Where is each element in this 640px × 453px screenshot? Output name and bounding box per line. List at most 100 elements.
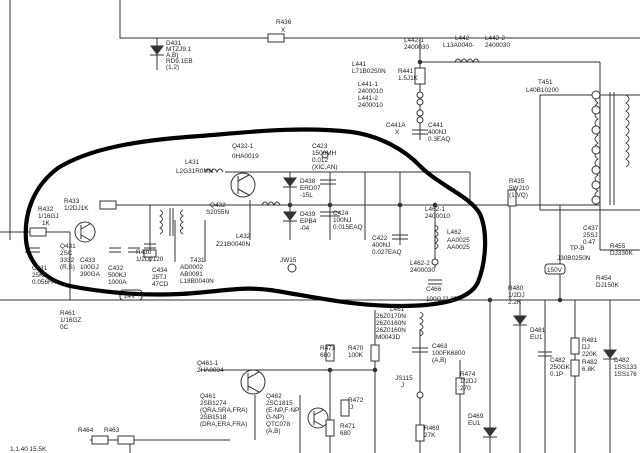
component-label: AA0025: [447, 237, 470, 244]
component-label: L441: [352, 61, 367, 68]
component-label: -15L: [300, 192, 313, 199]
component-label: (1,VQ): [509, 192, 528, 199]
component-label: 2400010: [358, 88, 383, 95]
component-label: L2G31R0MN: [176, 168, 214, 175]
component-label: 2HA0034: [197, 367, 224, 374]
component-label: R435: [509, 178, 525, 185]
component-label: 100GJ2.2P: [426, 296, 458, 303]
component-label: D438: [300, 178, 316, 185]
component-label: 25SJ: [583, 232, 598, 239]
component-label: DJ: [582, 344, 590, 351]
component-label: C423: [312, 143, 328, 150]
component-label: 0.056FA: [32, 279, 57, 286]
component-label: ERD07: [300, 185, 321, 192]
component-label: 1/2DJ1K: [64, 205, 89, 212]
component-label: L462: [447, 229, 462, 236]
t431-transformer-icon: [159, 208, 184, 236]
component-label: Q461: [200, 393, 216, 400]
component-label: C432: [108, 265, 124, 272]
component-label: L441-2: [358, 95, 378, 102]
component-label: Q432: [210, 202, 226, 209]
component-label: JS115: [395, 375, 413, 382]
q431-transistor-icon: [74, 221, 96, 243]
component-label: 25KZ: [32, 272, 47, 279]
t451-transformer-icon: [591, 90, 630, 205]
component-label: C424: [333, 210, 349, 217]
component-label: AD0002: [180, 264, 204, 271]
component-label: 2400030: [410, 267, 435, 274]
l432-inductor-icon: [261, 201, 281, 207]
label-r436: R436: [276, 19, 292, 26]
jw15-jumper-icon: [287, 263, 297, 273]
component-label: G-NP): [266, 414, 284, 421]
q432-transistor-icon: [230, 172, 256, 198]
component-label: R469: [424, 425, 440, 432]
component-label: L462-2: [410, 260, 430, 267]
component-label: R454: [596, 275, 612, 282]
component-label: R481: [582, 337, 598, 344]
l461-inductor-icon: [418, 311, 424, 337]
component-label: 400NJ: [372, 242, 390, 249]
component-label: JW15: [280, 257, 297, 264]
component-label: 3332: [60, 257, 75, 264]
component-label: Q431: [60, 243, 76, 250]
r470-resistor-icon: [370, 344, 380, 362]
component-label: (E-NP,F-NP: [266, 407, 299, 414]
component-label: 0.027EAQ: [372, 249, 402, 256]
q462-transistor-icon: [307, 407, 329, 429]
component-label: 150V: [547, 267, 563, 274]
label-d431: D431: [166, 40, 182, 47]
d482-diode-icon: [603, 349, 617, 359]
labels: R436 X D431 MTZJ9.1 A,B) RD9.1EB (1,2) L…: [10, 19, 637, 453]
component-label: 2400030: [404, 44, 429, 51]
component-label: 2SC: [60, 250, 73, 257]
component-label: 270: [460, 385, 471, 392]
component-label: R463: [104, 427, 120, 434]
r473-resistor-icon: [325, 344, 335, 362]
l441-1-bead-icon: [416, 91, 424, 99]
component-label: 1/2DJ: [508, 292, 525, 299]
component-label: 26Z0160N: [376, 327, 406, 334]
component-label: 1500MH: [312, 150, 337, 157]
component-label: A,B): [166, 52, 178, 59]
component-label: T431: [190, 257, 205, 264]
component-label: D469: [468, 413, 484, 420]
component-label: 0.012: [312, 157, 328, 164]
component-label: -04: [300, 225, 310, 232]
component-label: L40B10200: [526, 87, 559, 94]
component-label: 0C: [60, 324, 69, 331]
component-label: D481: [530, 327, 546, 334]
d438-diode-icon: [283, 177, 297, 187]
component-label: DJ330K: [610, 250, 633, 257]
component-label: 2400030: [485, 42, 510, 49]
d481-diode-icon: [513, 315, 527, 325]
component-label: RD9.1EB: [166, 58, 193, 65]
component-label: 1K: [42, 220, 51, 227]
r435-resistor-icon: [507, 189, 517, 207]
highlight-outline: [23, 127, 488, 309]
component-label: 24V: [124, 293, 136, 300]
component-label: J30B0250N: [557, 255, 591, 262]
component-label: L462-1: [425, 206, 445, 213]
component-label: 2400010: [425, 213, 450, 220]
component-label: 5WJ10: [509, 185, 529, 192]
component-label: C466: [426, 286, 442, 293]
component-label: L431: [185, 159, 200, 166]
component-label: R474: [460, 371, 476, 378]
component-label: L442: [455, 35, 470, 42]
component-label: C434: [152, 267, 168, 274]
component-label: Q432-1: [232, 143, 254, 150]
component-label: R473: [320, 345, 336, 352]
component-label: 500KJ: [108, 272, 126, 279]
component-label: DJ150K: [596, 282, 619, 289]
d431-zener-icon: [150, 45, 164, 55]
component-label: 0.3EAQ: [428, 136, 450, 143]
component-label: 680: [320, 352, 331, 359]
component-label: T451: [538, 79, 553, 86]
component-label: 1/16GJ: [38, 213, 59, 220]
component-label: 47CD: [152, 281, 169, 288]
component-label: 250GK: [550, 364, 571, 371]
component-label: L461: [390, 306, 405, 313]
